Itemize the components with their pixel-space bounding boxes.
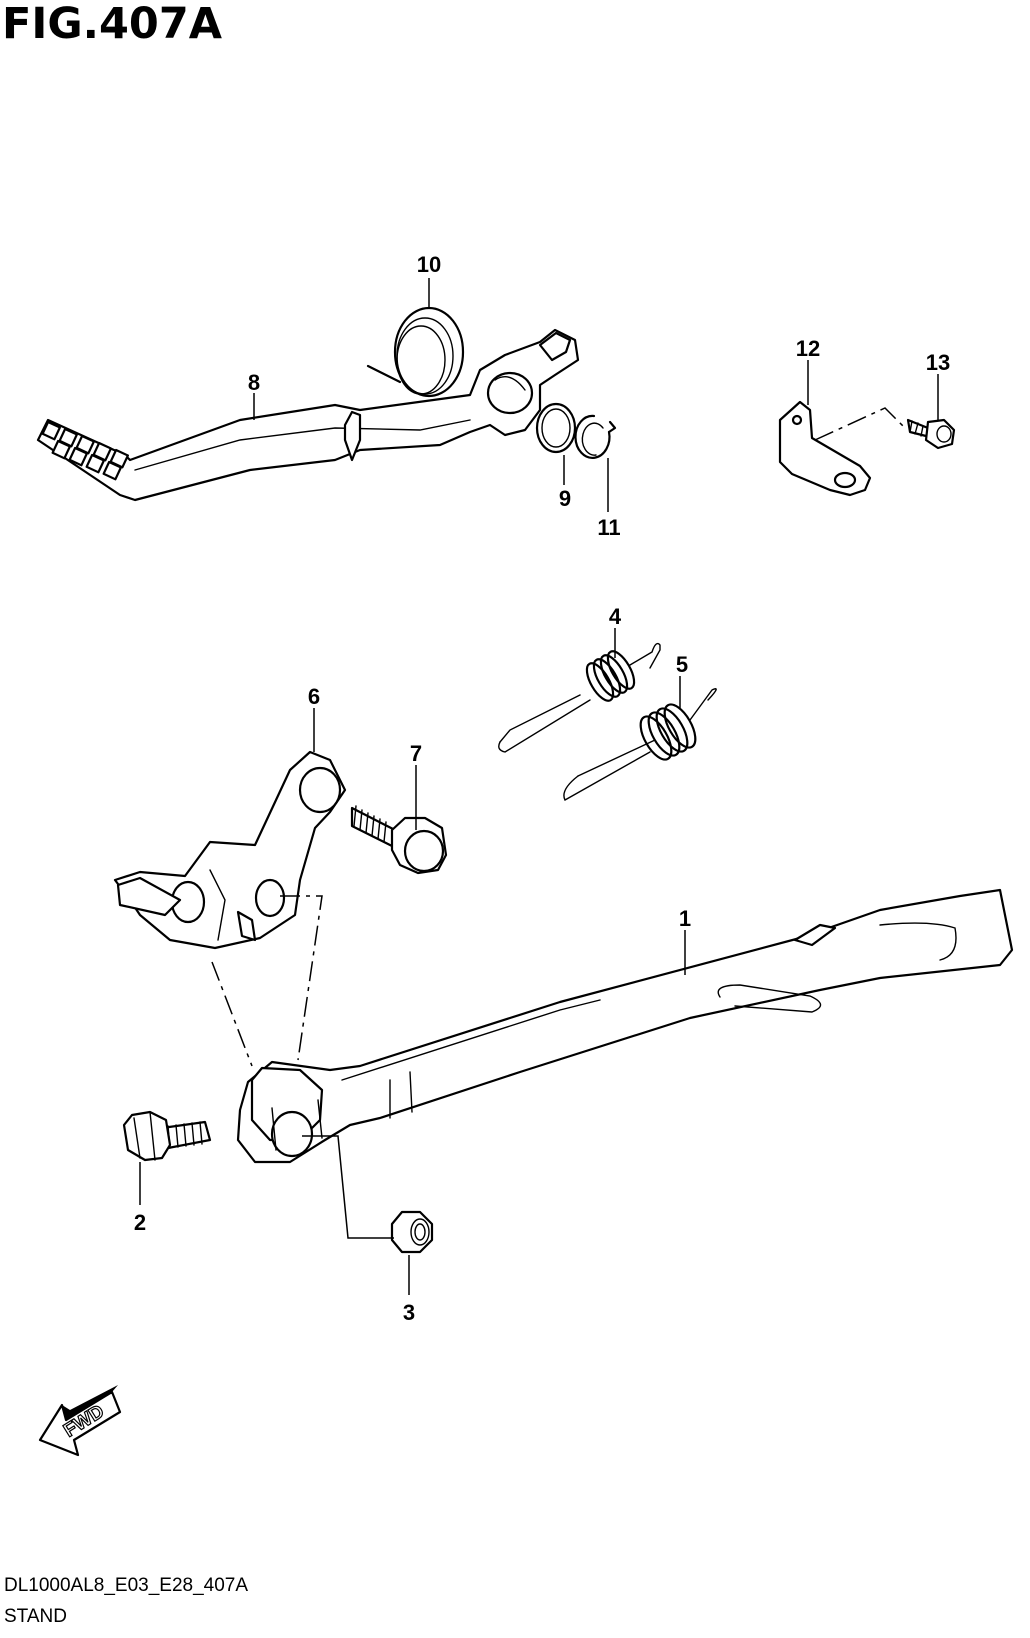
brake-pedal[interactable] (36, 328, 580, 502)
leader-lines (139, 278, 939, 1295)
callout-labels: 10 8 9 11 12 13 4 5 6 7 1 2 3 (134, 252, 950, 1325)
stand-bracket[interactable] (113, 750, 347, 950)
spring-inner[interactable] (498, 642, 661, 753)
callout-9: 9 (559, 486, 571, 511)
side-stand[interactable] (236, 888, 1014, 1164)
figure-title: FIG.407A (2, 0, 223, 49)
figure-code: DL1000AL8_E03_E28_407A (4, 1575, 249, 1596)
bracket-screw[interactable] (906, 418, 956, 450)
leader-bracket-stand-b (280, 895, 323, 1061)
pivot-bolt[interactable] (122, 1110, 212, 1162)
leader-bracket-stand-a (211, 961, 253, 1067)
callout-2: 2 (134, 1210, 146, 1235)
figure-subtitle: STAND (4, 1606, 67, 1627)
arrow-forward-icon: FWD (38, 1385, 122, 1457)
callout-11: 11 (597, 515, 620, 540)
circlip[interactable] (574, 414, 617, 460)
callout-10: 10 (417, 252, 441, 277)
callout-8: 8 (248, 370, 260, 395)
pedal-return-spring[interactable] (366, 306, 465, 398)
callout-4: 4 (609, 604, 622, 629)
callout-5: 5 (676, 652, 688, 677)
nut[interactable] (390, 1210, 434, 1254)
callout-13: 13 (926, 350, 950, 375)
bracket-bolt[interactable] (350, 805, 448, 875)
callout-6: 6 (308, 684, 320, 709)
callout-1: 1 (679, 906, 691, 931)
callout-7: 7 (410, 741, 422, 766)
sensor-bracket[interactable] (778, 400, 872, 497)
callout-3: 3 (403, 1300, 415, 1325)
leader-12-13 (814, 407, 906, 441)
washer[interactable] (535, 402, 577, 454)
callout-12: 12 (796, 336, 820, 361)
pedal-tread (41, 420, 129, 481)
spring-outer[interactable] (563, 688, 717, 801)
